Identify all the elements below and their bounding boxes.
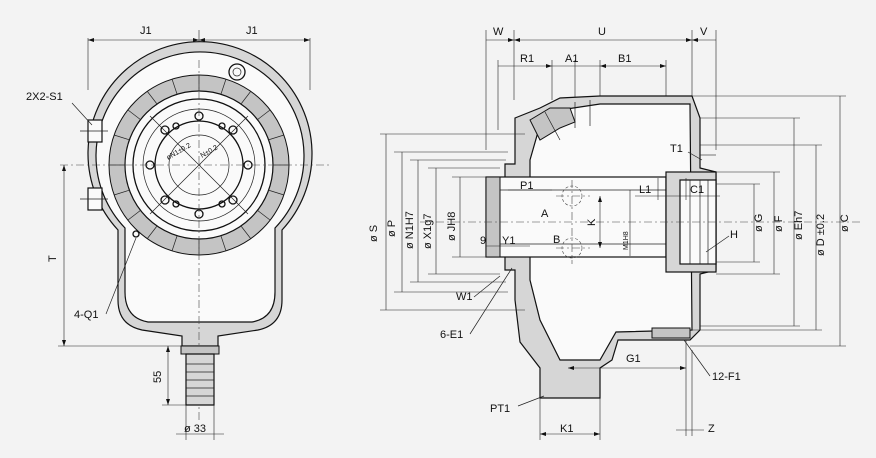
label-4-q1: 4-Q1 [74, 309, 98, 321]
label-pt1: PT1 [490, 403, 510, 415]
bolt-holes [145, 111, 253, 219]
label-t1: T1 [670, 143, 683, 155]
label-h: H [730, 229, 738, 241]
label-dia-c: ø C [839, 214, 851, 232]
label-9: 9 [480, 235, 486, 247]
front-view: J1 J1 [26, 25, 330, 440]
label-dia-eh7: ø Eh7 [793, 211, 805, 240]
label-l1: L1 [639, 184, 651, 196]
label-j1-left: J1 [140, 25, 152, 37]
label-dia-g: ø G [753, 214, 765, 232]
label-k1: K1 [560, 423, 573, 435]
label-2x2-s1: 2X2-S1 [26, 91, 63, 103]
label-r1: R1 [520, 53, 534, 65]
label-12-f1: 12-F1 [712, 371, 741, 383]
label-dia-x1g7: ø X1g7 [422, 214, 434, 249]
label-b: B [553, 234, 560, 246]
label-j1-right: J1 [246, 25, 258, 37]
label-t: T [47, 255, 59, 262]
label-v: V [700, 26, 708, 38]
label-y1: Y1 [502, 235, 515, 247]
label-p1: P1 [520, 180, 533, 192]
label-dia-n1h7: ø N1H7 [404, 211, 416, 249]
label-dia-p: ø P [386, 220, 398, 237]
label-c1: C1 [690, 184, 704, 196]
side-view: W U V R1 A1 B1 [368, 26, 860, 440]
label-dia-jh8: ø JH8 [446, 212, 458, 241]
label-55: 55 [152, 371, 164, 383]
right-diameter-dims: ø G ø F ø Eh7 ø D ±0.2 ø C [680, 95, 851, 347]
label-6-e1: 6-E1 [440, 329, 463, 341]
left-diameter-dims: ø S ø P ø N1H7 ø X1g7 ø JH8 [368, 133, 525, 311]
label-a: A [541, 208, 549, 220]
label-b1: B1 [618, 53, 631, 65]
label-z: Z [708, 423, 715, 435]
label-m1h8: M1H8 [623, 231, 630, 250]
label-a1: A1 [565, 53, 578, 65]
label-dia-d: ø D ±0.2 [815, 214, 827, 256]
label-dia-s: ø S [368, 225, 380, 242]
label-k: K [586, 218, 598, 226]
label-dia-33: ø 33 [184, 423, 206, 435]
label-g1: G1 [626, 353, 641, 365]
label-w1: W1 [456, 291, 473, 303]
label-w: W [493, 26, 504, 38]
label-dia-f: ø F [773, 215, 785, 232]
label-u: U [598, 26, 606, 38]
